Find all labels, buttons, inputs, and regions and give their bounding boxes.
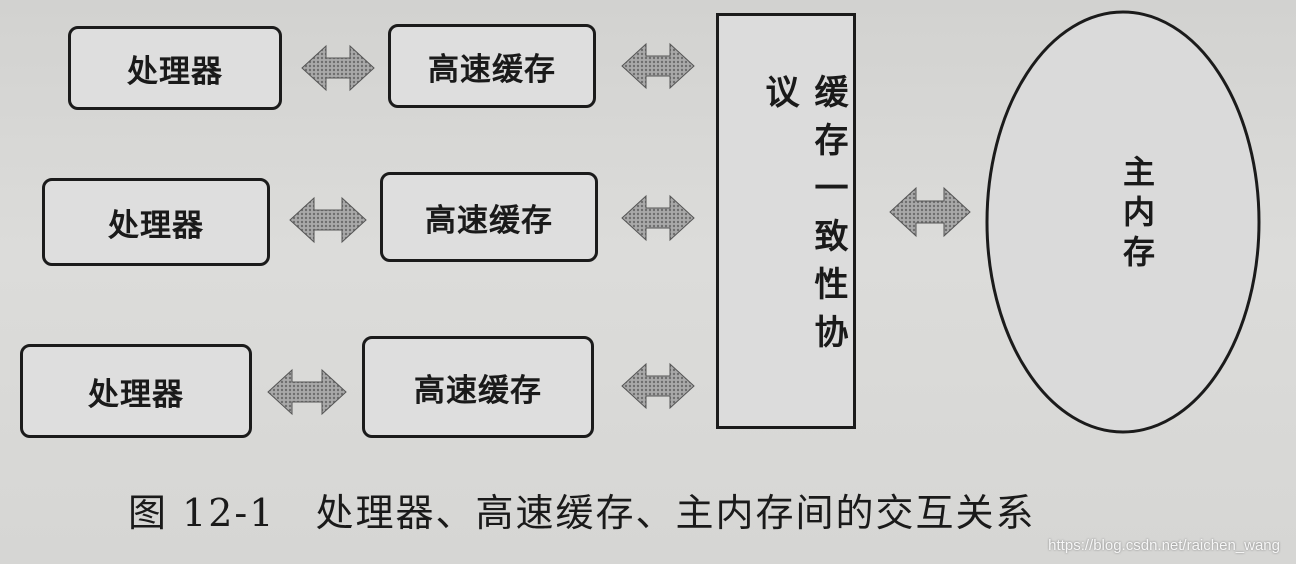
double-arrow-icon bbox=[621, 362, 695, 410]
cache-label-2: 高速缓存 bbox=[425, 202, 553, 239]
main-memory-ellipse bbox=[985, 10, 1261, 434]
cache-label-3: 高速缓存 bbox=[414, 372, 542, 409]
double-arrow-icon bbox=[621, 194, 695, 242]
processor-box-2: 处理器 bbox=[42, 178, 270, 266]
cache-box-1: 高速缓存 bbox=[388, 24, 596, 108]
watermark: https://blog.csdn.net/raichen_wang bbox=[1048, 537, 1280, 554]
cache-box-3: 高速缓存 bbox=[362, 336, 594, 438]
figure-caption: 图 12-1 处理器、高速缓存、主内存间的交互关系 bbox=[128, 491, 1036, 535]
double-arrow-icon bbox=[301, 44, 375, 92]
coherence-protocol-label: 缓存一致性协议 bbox=[759, 74, 848, 362]
double-arrow-icon bbox=[289, 196, 367, 244]
double-arrow-icon bbox=[267, 368, 347, 416]
processor-box-1: 处理器 bbox=[68, 26, 282, 110]
cache-box-2: 高速缓存 bbox=[380, 172, 598, 262]
processor-label-3: 处理器 bbox=[88, 376, 184, 413]
double-arrow-icon bbox=[621, 42, 695, 90]
processor-label-2: 处理器 bbox=[108, 207, 204, 244]
processor-box-3: 处理器 bbox=[20, 344, 252, 438]
double-arrow-icon bbox=[889, 186, 971, 238]
cache-label-1: 高速缓存 bbox=[428, 51, 556, 88]
processor-label-1: 处理器 bbox=[127, 53, 223, 90]
main-memory-label: 主内存 bbox=[1118, 155, 1156, 275]
coherence-protocol-box: 缓存一致性协议 bbox=[716, 13, 856, 429]
